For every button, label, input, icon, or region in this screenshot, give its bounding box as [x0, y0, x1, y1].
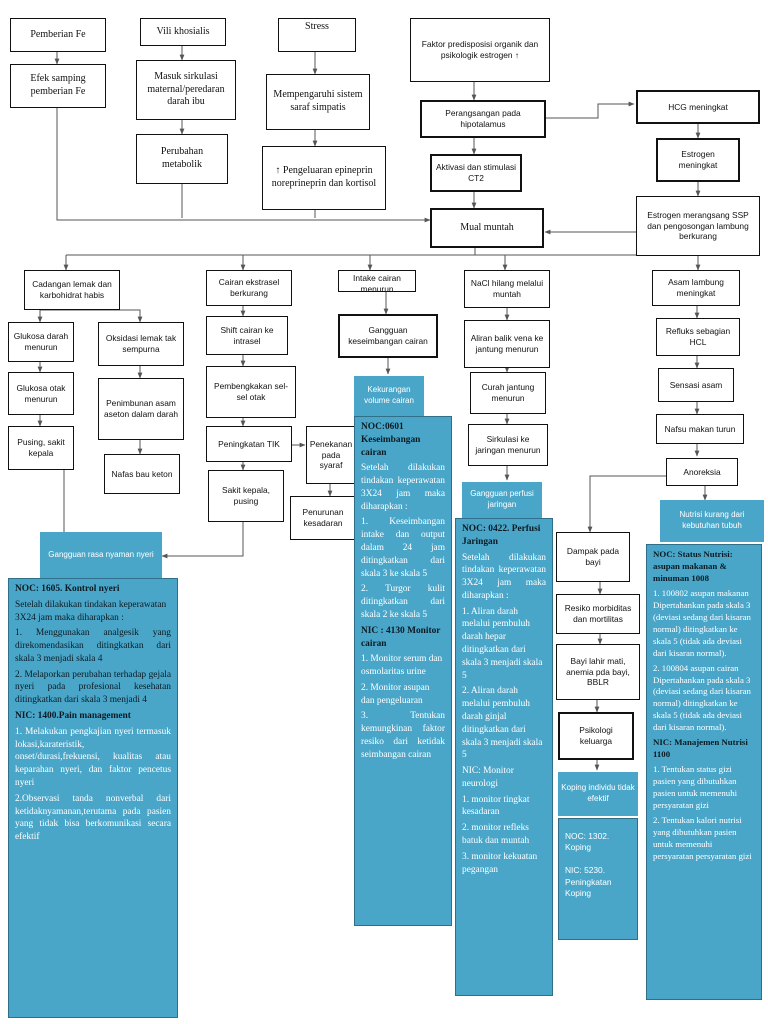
panel-line: 1. Tentukan status gizi pasien yang dibu… — [653, 764, 738, 811]
panel-line: NOC:0601 Keseimbangan cairan — [361, 422, 421, 458]
node-penekanan-syaraf: Penekanan pada syaraf — [306, 426, 356, 484]
diagnosis-nutrisi: Nutrisi kurang dari kebutuhan tubuh — [660, 500, 764, 542]
panel-line: Setelah dilakukan tindakan keperawatan 3… — [462, 552, 546, 601]
node-penimbunan-aseton: Penimbunan asam aseton dalam darah — [98, 378, 184, 440]
panel-line: NOC: Status Nutrisi: asupan makanan & mi… — [653, 549, 733, 583]
node-mempengaruhi-saraf: Mempengaruhi sistem saraf simpatis — [266, 74, 370, 130]
panel-line: 1. Aliran darah melalui pembuluh darah h… — [462, 606, 543, 681]
node-curah-jantung: Curah jantung menurun — [470, 372, 546, 414]
node-mual-muntah: Mual muntah — [430, 208, 544, 248]
node-sakit-kepala-pusing: Sakit kepala, pusing — [208, 470, 284, 522]
panel-line: Setelah dilakukan tindakan keperawatan 3… — [15, 599, 167, 623]
panel-line: NOC: 0422. Perfusi Jaringan — [462, 524, 541, 547]
panel-line: 2. Aliran darah melalui pembuluh darah g… — [462, 686, 543, 761]
node-sirkulasi-jaringan: Sirkulasi ke jaringan menurun — [468, 424, 548, 466]
panel-line: 1. monitor tingkat kesadaran — [462, 794, 530, 818]
node-cairan-ekstrasel: Cairan ekstrasel berkurang — [206, 270, 292, 306]
panel-line: Setelah dilakukan tindakan keperawatan 3… — [361, 463, 445, 512]
node-nafas-keton: Nafas bau keton — [104, 454, 180, 494]
panel-line: 2.Observasi tanda nonverbal dari ketidak… — [15, 793, 171, 843]
node-aliran-balik: Aliran balik vena ke jantung menurun — [464, 320, 550, 368]
panel-line: 2. Tentukan kalori nutrisi yang dibutuhk… — [653, 815, 752, 861]
panel-line: 1. Menggunakan analgesik yang direkomend… — [15, 628, 171, 664]
panel-line: NIC: 1400.Pain management — [15, 711, 131, 722]
node-refluks-hcl: Refluks sebagian HCL — [656, 318, 740, 356]
node-nacl-hilang: NaCl hilang melalui muntah — [464, 270, 550, 308]
node-stress: Stress — [278, 18, 356, 52]
panel-line: 2. Melaporkan perubahan terhadap gejala … — [15, 669, 171, 706]
diagnosis-kekurangan-cairan: Kekurangan volume cairan — [354, 376, 424, 416]
panel-line: 1. 100802 asupan makanan Dipertahankan p… — [653, 587, 751, 658]
node-bayi-lahir-mati: Bayi lahir mati, anemia pda bayi, BBLR — [556, 644, 640, 700]
node-asam-lambung: Asam lambung meningkat — [652, 270, 740, 306]
node-efek-samping: Efek samping pemberian Fe — [10, 64, 106, 108]
node-estrogen-ssp: Estrogen merangsang SSP dan pengosongan … — [636, 196, 760, 256]
node-masuk-sirkulasi: Masuk sirkulasi maternal/peredaran darah… — [136, 60, 236, 120]
panel-line: 3. monitor kekuatan pegangan — [462, 851, 538, 875]
panel-line: 2. 100804 asupan cairan Dipertahankan pa… — [653, 662, 751, 733]
panel-line: NIC: Manajemen Nutrisi 1100 — [653, 737, 748, 760]
node-pembengkakan-sel: Pembengkakan sel-sel otak — [206, 366, 296, 418]
panel-line: 2. Monitor asupan dan pengeluaran — [361, 682, 430, 706]
node-dampak-bayi: Dampak pada bayi — [556, 532, 630, 582]
node-glukosa-darah: Glukosa darah menurun — [8, 322, 74, 362]
node-estrogen-meningkat: Estrogen meningkat — [656, 138, 740, 182]
node-psikologi-keluarga: Psikologi keluarga — [558, 712, 634, 760]
panel-intervensi-nutrisi: NOC: Status Nutrisi: asupan makanan & mi… — [646, 544, 762, 1000]
diagnosis-perfusi: Gangguan perfusi jaringan — [462, 482, 542, 518]
node-sensasi-asam: Sensasi asam — [658, 368, 734, 402]
node-gangguan-keseimbangan: Gangguan keseimbangan cairan — [338, 314, 438, 358]
node-penurunan-kesadaran: Penurunan kesadaran — [290, 496, 356, 540]
panel-line: 3. Tentukan kemungkinan faktor resiko da… — [361, 711, 445, 760]
diagnosis-nyeri: Gangguan rasa nyaman nyeri — [40, 532, 162, 578]
node-pusing-sakit-kepala: Pusing, sakit kepala — [8, 426, 74, 470]
node-vili-khosialis: Vili khosialis — [140, 18, 226, 46]
node-faktor-predisposisi: Faktor predisposisi organik dan psikolog… — [410, 18, 550, 82]
node-glukosa-otak: Glukosa otak menurun — [8, 372, 74, 415]
panel-line: NIC: Monitor neurologi — [462, 766, 514, 789]
panel-koping: NOC: 1302. Koping NIC: 5230. Peningkatan… — [558, 818, 638, 940]
panel-line: NOC: 1605. Kontrol nyeri — [15, 584, 120, 594]
node-perangsangan-hipotalamus: Perangsangan pada hipotalamus — [420, 100, 546, 138]
node-nafsu-makan: Nafsu makan turun — [656, 414, 744, 444]
node-pemberian-fe: Pemberian Fe — [10, 18, 106, 52]
node-intake-cairan: Intake cairan menurun — [338, 270, 416, 294]
panel-line: 1. Melakukan pengkajian nyeri termasuk l… — [15, 726, 171, 788]
node-resiko-morbiditas: Resiko morbiditas dan mortilitas — [556, 594, 640, 634]
panel-line: 1. Keseimbangan intake dan output dalam … — [361, 517, 445, 579]
node-anoreksia: Anoreksia — [666, 458, 738, 486]
node-pengeluaran-epineprin: ↑ Pengeluaran epineprin noreprineprin da… — [262, 146, 386, 210]
panel-line: 1. Monitor serum dan osmolaritas urine — [361, 654, 443, 678]
node-perubahan-metabolik: Perubahan metabolik — [136, 134, 228, 184]
panel-line: 2. monitor refleks batuk dan muntah — [462, 823, 530, 846]
node-cadangan-lemak: Cadangan lemak dan karbohidrat habis — [24, 270, 120, 310]
node-aktivasi-ct2: Aktivasi dan stimulasi CT2 — [430, 154, 522, 192]
node-peningkatan-tik: Peningkatan TIK — [206, 426, 292, 462]
diagnosis-koping: Koping individu tidak efektif — [558, 772, 638, 816]
node-hcg-meningkat: HCG meningkat — [636, 90, 760, 124]
node-shift-cairan: Shift cairan ke intrasel — [206, 316, 288, 355]
panel-line: 2. Turgor kulit ditingkatkan dari skala … — [361, 584, 445, 620]
node-oksidasi-lemak: Oksidasi lemak tak sempurna — [98, 322, 184, 366]
panel-line: NIC : 4130 Monitor cairan — [361, 625, 441, 649]
